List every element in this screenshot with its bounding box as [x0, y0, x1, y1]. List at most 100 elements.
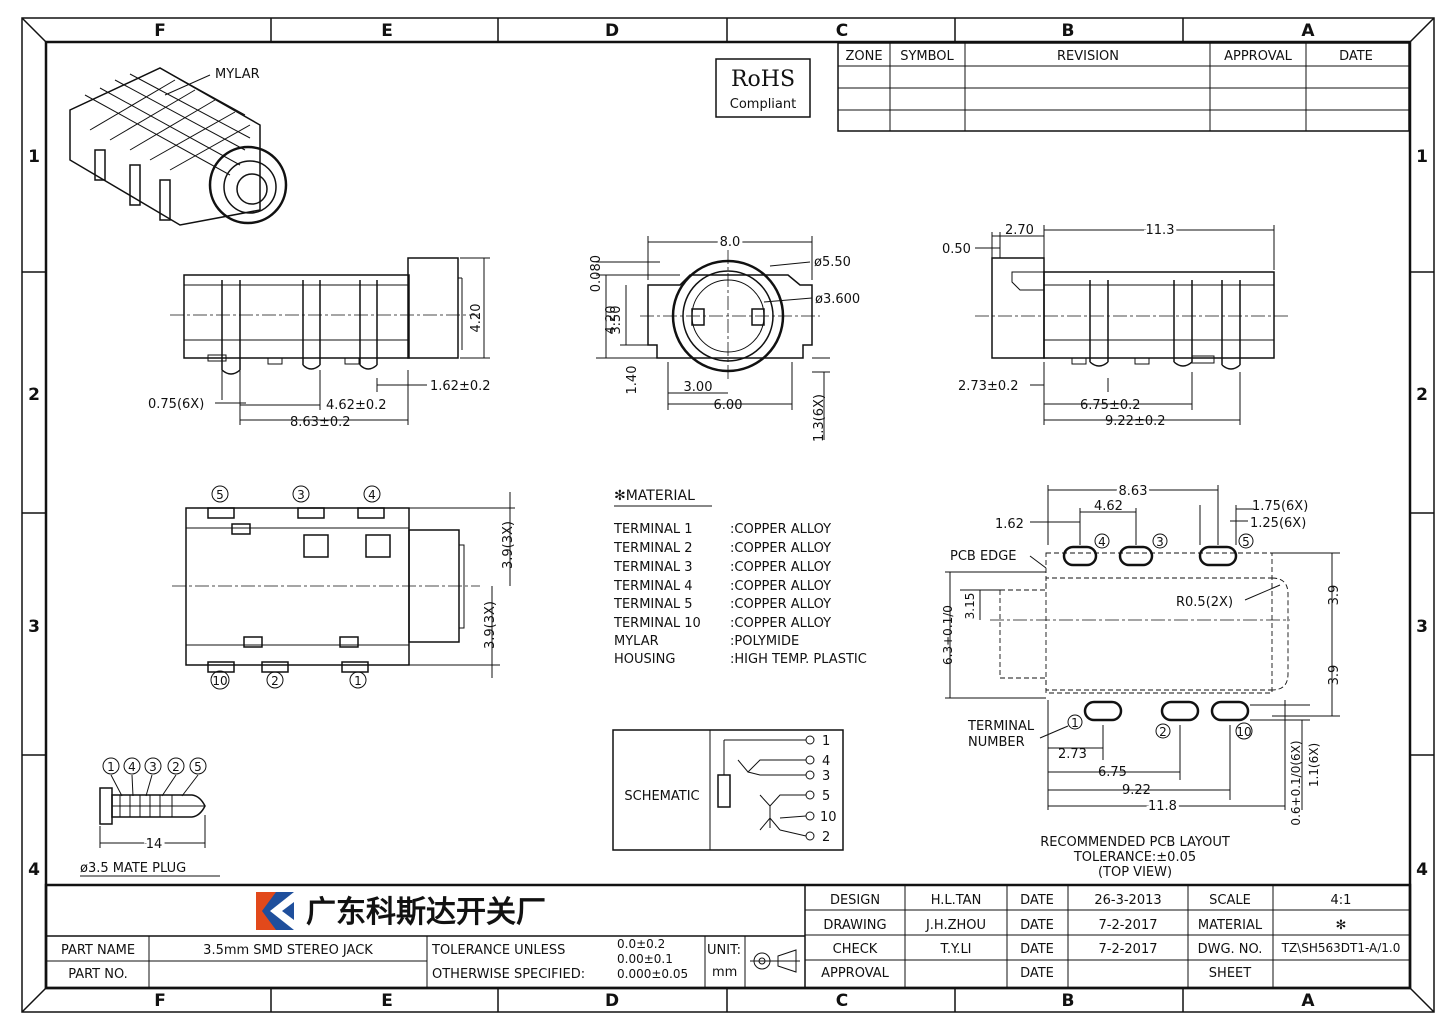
- rev-header-approval: APPROVAL: [1224, 49, 1293, 64]
- pcb-d675-dim: 6.75: [1098, 765, 1127, 780]
- pin-label: 1: [354, 674, 362, 688]
- pcb-d125-dim: 1.25(6X): [1250, 516, 1306, 531]
- pcb-d315-dim: 3.15: [963, 593, 977, 620]
- rohs-title: RoHS: [731, 67, 795, 92]
- plug-pin: 5: [194, 760, 202, 774]
- scale-value: 4:1: [1331, 893, 1352, 908]
- front-view: 8.0 0.080 4.20 3.50 1.40 ø5.50 ø3.600 3.…: [589, 232, 860, 442]
- material-value: :COPPER ALLOY: [730, 579, 831, 594]
- pin-label: 2: [271, 674, 279, 688]
- front-h140-dim: 1.40: [625, 366, 640, 395]
- isometric-view: MYLAR: [69, 67, 288, 226]
- projection-symbol-icon: [750, 949, 800, 973]
- material-value: :POLYMIDE: [730, 634, 799, 649]
- date-label: DATE: [1020, 966, 1054, 981]
- material-value: :COPPER ALLOY: [730, 597, 831, 612]
- company-logo-icon: [256, 892, 294, 930]
- unit-label: UNIT:: [707, 943, 741, 958]
- material-value: :COPPER ALLOY: [730, 560, 831, 575]
- mylar-label: MYLAR: [215, 67, 260, 82]
- drawing-label: DRAWING: [823, 918, 886, 933]
- part-name-value: 3.5mm SMD STEREO JACK: [203, 943, 373, 958]
- pcb-pin-label: 10: [1236, 725, 1251, 739]
- schematic-pin: 10: [820, 810, 837, 825]
- company-name: 广东科斯达开关厂: [306, 895, 546, 930]
- right-d050-dim: 0.50: [942, 242, 971, 257]
- pin-label: 3: [297, 488, 305, 502]
- dia-550-label: ø5.50: [814, 255, 851, 270]
- material-value: :COPPER ALLOY: [730, 616, 831, 631]
- pitch-462-dim: 4.62±0.2: [326, 398, 387, 413]
- drawing-name: J.H.ZHOU: [925, 918, 986, 933]
- schematic-pin: 5: [822, 789, 830, 804]
- tolerance-line2: OTHERWISE SPECIFIED:: [432, 967, 585, 982]
- material-item: HOUSING: [614, 652, 675, 667]
- sheet-label: SHEET: [1209, 966, 1251, 981]
- design-name: H.L.TAN: [931, 893, 982, 908]
- dia-3600-label: ø3.600: [815, 292, 860, 307]
- pcb-number-label: NUMBER: [968, 735, 1025, 750]
- pin-label: 4: [368, 488, 376, 502]
- date-value: 26-3-2013: [1094, 893, 1161, 908]
- rev-header-revision: REVISION: [1057, 49, 1119, 64]
- pcb-bottom-pins: 1 2 10: [1067, 714, 1253, 740]
- revision-table: ZONE SYMBOL REVISION APPROVAL DATE: [837, 42, 1410, 132]
- pcb-d118-dim: 11.8: [1148, 799, 1177, 814]
- pin-label: 5: [216, 488, 224, 502]
- left-side-view: 4.20 0.75(6X) 4.62±0.2 1.62±0.2 8.63±0.2: [148, 257, 491, 430]
- pcb-pin-label: 4: [1098, 535, 1106, 549]
- zone-number: 1: [1416, 147, 1428, 167]
- zone-letter: D: [605, 21, 619, 41]
- zone-letter: C: [836, 991, 848, 1011]
- right-d113-dim: 11.3: [1146, 223, 1175, 238]
- zone-number: 3: [28, 617, 40, 637]
- pcb-d922-dim: 9.22: [1122, 783, 1151, 798]
- front-lead-dim: 1.3(6X): [812, 394, 827, 442]
- right-side-view: 0.50 2.70 11.3 2.73±0.2 6.75±0.2 9.22±0.…: [942, 220, 1290, 429]
- material-item: TERMINAL 10: [613, 616, 701, 631]
- bottom-d39b-dim: 3.9(3X): [483, 601, 498, 649]
- right-d270-dim: 2.70: [1005, 223, 1034, 238]
- material-item: TERMINAL 2: [613, 541, 693, 556]
- schematic-label: SCHEMATIC: [624, 789, 699, 804]
- front-width-dim: 8.0: [720, 235, 741, 250]
- zone-letter: B: [1062, 21, 1075, 41]
- dwg-no-value: TZ\SH563DT1-A/1.0: [1281, 941, 1401, 955]
- pcb-caption-tolerance: TOLERANCE:±0.05: [1073, 850, 1196, 865]
- front-w300-dim: 3.00: [684, 380, 713, 395]
- zone-letters-bottom: F E D C B A: [154, 991, 1315, 1011]
- plug-pin: 2: [172, 760, 180, 774]
- material-item: TERMINAL 1: [613, 522, 693, 537]
- unit-value: mm: [712, 965, 737, 980]
- material-value: ✻: [1336, 918, 1347, 933]
- material-value: :COPPER ALLOY: [730, 541, 831, 556]
- zone-letter: D: [605, 991, 619, 1011]
- part-no-label: PART NO.: [68, 967, 128, 982]
- material-item: TERMINAL 5: [613, 597, 693, 612]
- schematic-pin: 4: [822, 754, 830, 769]
- date-label: DATE: [1020, 918, 1054, 933]
- front-h350-dim: 3.50: [609, 306, 624, 335]
- plug-pin: 1: [107, 760, 115, 774]
- front-h420-dim: 4.20: [604, 306, 619, 335]
- plug-caption: ø3.5 MATE PLUG: [80, 861, 186, 876]
- rev-header-date: DATE: [1339, 49, 1373, 64]
- date-label: DATE: [1020, 942, 1054, 957]
- rev-header-symbol: SYMBOL: [900, 49, 954, 64]
- bottom-view: 5 3 4 10 2 1 3.9(3X) 3.9(3X): [172, 485, 516, 690]
- pin-label: 10: [212, 674, 227, 688]
- zone-numbers: 1 2 3 4 1 2 3 4: [28, 147, 1428, 880]
- zone-letter: E: [381, 21, 393, 41]
- pcb-d39b-dim: 3.9: [1327, 665, 1342, 686]
- front-top-dim: 0.080: [589, 255, 604, 292]
- zone-letter: A: [1301, 21, 1315, 41]
- pcb-d175-dim: 1.75(6X): [1252, 499, 1308, 514]
- material-label: MATERIAL: [1198, 918, 1263, 933]
- zone-letter: F: [154, 21, 166, 41]
- tolerance-value-2: 0.00±0.1: [617, 952, 673, 966]
- pcb-r05-label: R0.5(2X): [1176, 595, 1233, 610]
- pcb-caption-title: RECOMMENDED PCB LAYOUT: [1040, 835, 1230, 850]
- tolerance-line1: TOLERANCE UNLESS: [431, 943, 565, 958]
- material-title: ✻MATERIAL: [614, 488, 695, 504]
- zone-letter: F: [154, 991, 166, 1011]
